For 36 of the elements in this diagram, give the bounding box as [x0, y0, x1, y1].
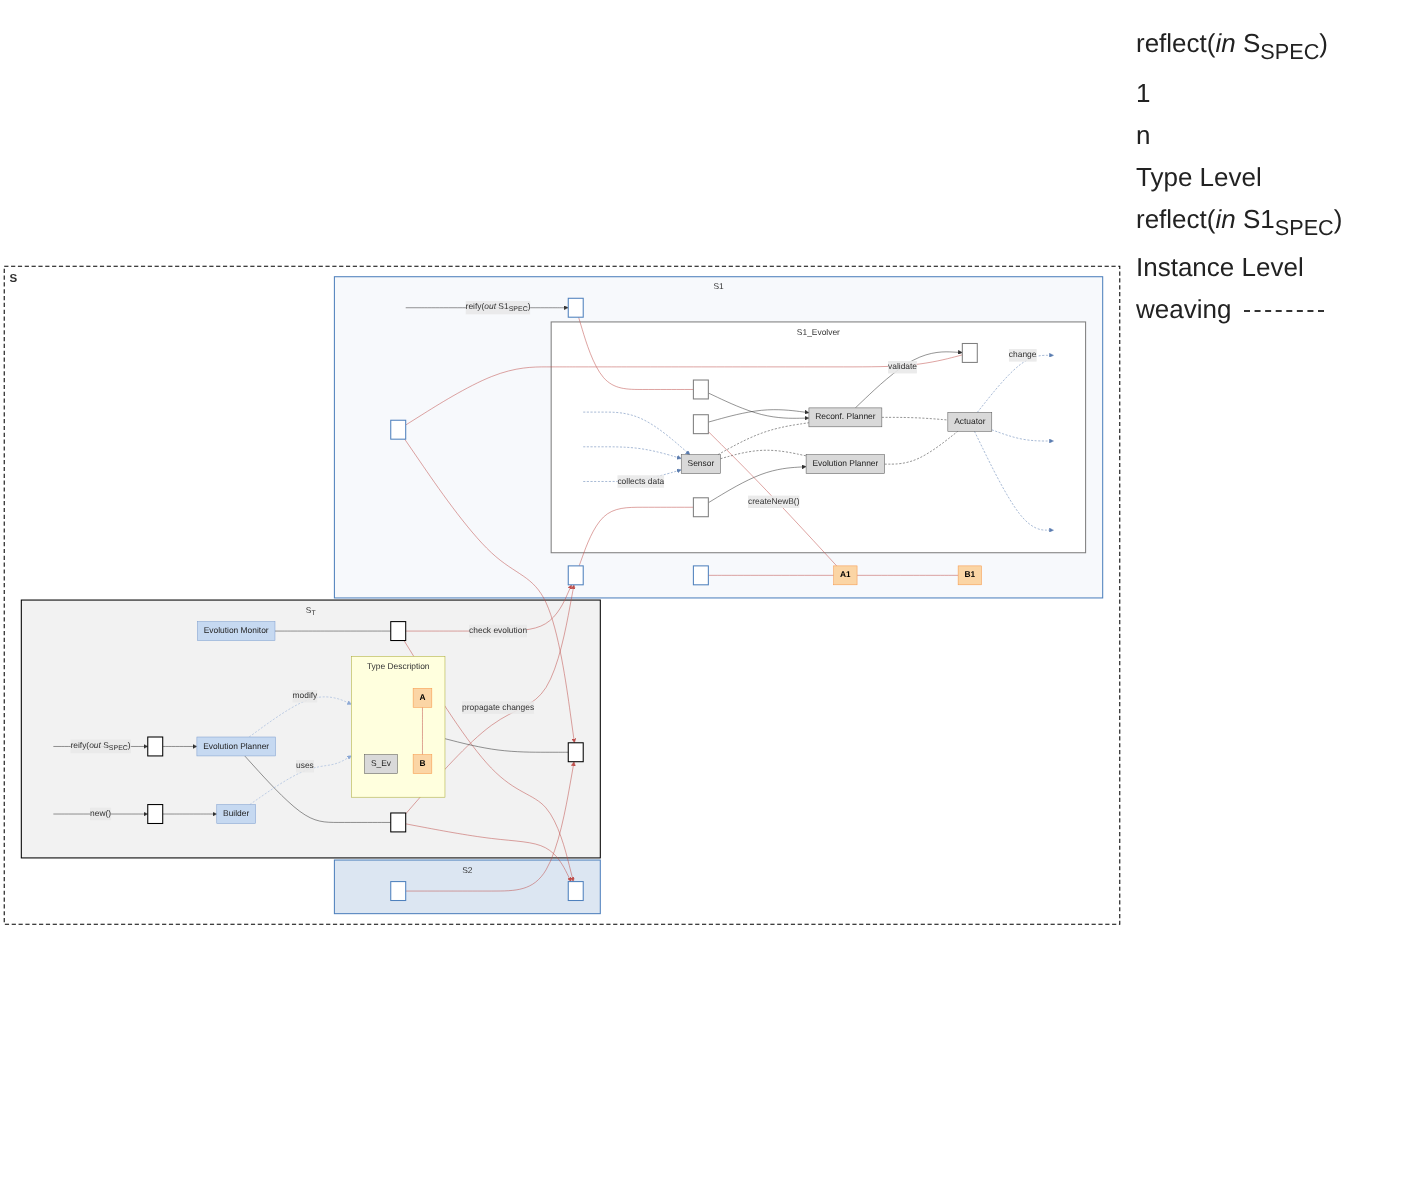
port-box	[567, 298, 584, 319]
connector-line	[244, 756, 391, 824]
port-box	[567, 566, 584, 587]
port-box	[692, 498, 709, 519]
connector-line	[422, 707, 423, 756]
connector-line	[717, 423, 810, 456]
port-box	[390, 621, 407, 642]
text-label: Type Level	[1136, 161, 1264, 192]
connector-line	[274, 631, 391, 633]
port-box	[567, 743, 584, 764]
connector-line	[881, 417, 949, 422]
port-box	[147, 737, 164, 758]
port-box	[567, 881, 584, 902]
connector-line	[884, 431, 959, 466]
connector-line	[708, 432, 837, 567]
connector-line	[578, 507, 694, 567]
connector-line	[578, 317, 694, 391]
text-label: Instance Level	[1136, 252, 1306, 283]
port-box	[692, 415, 709, 435]
connector-line	[405, 355, 963, 427]
text-label: reflect(in S$_{SPEC}$)	[1136, 28, 1330, 66]
port-box	[147, 804, 164, 825]
port-box	[692, 566, 709, 587]
connector-line	[444, 739, 569, 754]
port-box	[390, 420, 407, 441]
connector-line	[856, 575, 959, 577]
legend-label: weaving	[1136, 294, 1232, 325]
connector-line	[708, 575, 834, 577]
text-label: n	[1136, 119, 1153, 150]
port-box	[692, 380, 709, 401]
connector-line	[720, 450, 807, 460]
text-label: 1	[1136, 77, 1153, 108]
port-box	[961, 343, 978, 364]
port-box	[390, 881, 407, 902]
port-box	[390, 813, 407, 834]
text-label: reflect(in S1$_{SPEC}$)	[1136, 203, 1345, 241]
